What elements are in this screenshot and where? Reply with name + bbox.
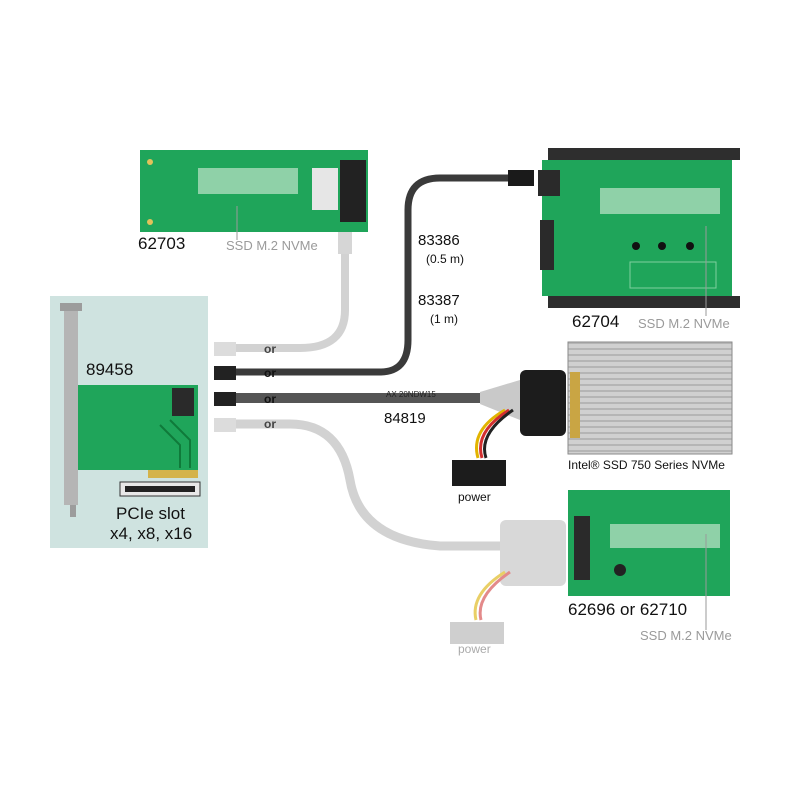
power-cable-2-faded bbox=[450, 570, 511, 644]
power-cable-1 bbox=[452, 408, 514, 486]
cable-to-62703-faded bbox=[236, 240, 349, 352]
cable-to-62696-faded bbox=[236, 419, 500, 551]
label-62696: 62696 or 62710 bbox=[568, 600, 688, 619]
cable-print: AX 20NDW15 bbox=[386, 390, 436, 399]
or-label-3: or bbox=[264, 392, 276, 406]
card-62703 bbox=[140, 150, 368, 232]
label-62704: 62704 bbox=[572, 312, 620, 331]
label-62703: 62703 bbox=[138, 234, 186, 253]
label-pcie-slot: PCIe slot bbox=[116, 504, 185, 523]
card-62704 bbox=[538, 148, 740, 308]
label-83386: 83386 bbox=[418, 232, 460, 249]
pcie-bracket bbox=[60, 303, 82, 517]
card-62696 bbox=[568, 490, 730, 596]
label-83386-length: (0.5 m) bbox=[426, 252, 465, 266]
pcie-slot bbox=[119, 481, 201, 497]
card-89458 bbox=[78, 385, 198, 478]
label-83387-length: (1 m) bbox=[430, 312, 458, 326]
label-83387: 83387 bbox=[418, 292, 460, 309]
label-power-1: power bbox=[458, 490, 491, 504]
label-power-2: power bbox=[458, 642, 491, 656]
cable-83386 bbox=[236, 174, 520, 376]
intel-ssd-750 bbox=[567, 341, 733, 455]
label-intel-ssd: Intel® SSD 750 Series NVMe bbox=[568, 458, 725, 472]
label-ssd-top: SSD M.2 NVMe bbox=[226, 238, 318, 253]
label-89458: 89458 bbox=[86, 360, 134, 379]
or-label-2: or bbox=[264, 366, 276, 380]
label-ssd-right: SSD M.2 NVMe bbox=[638, 316, 730, 331]
label-ssd-bottom: SSD M.2 NVMe bbox=[640, 628, 732, 643]
or-label-1: or bbox=[264, 342, 276, 356]
label-84819: 84819 bbox=[384, 410, 426, 427]
label-pcie-widths: x4, x8, x16 bbox=[110, 524, 193, 543]
or-label-4: or bbox=[264, 417, 276, 431]
